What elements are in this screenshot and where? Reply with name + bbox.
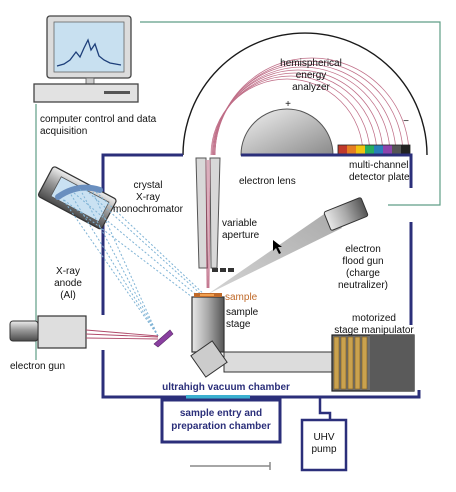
computer-label: computer control and data: [40, 114, 157, 125]
manipulator-label: motorized: [352, 313, 396, 324]
stage-manipulator: [190, 334, 415, 392]
anode-label: X-ray: [56, 266, 80, 277]
analyzer-label: hemispherical: [280, 58, 342, 69]
photoelectron-trajectories: [210, 57, 410, 156]
negative-sign: −: [403, 116, 409, 127]
entry-label: sample entry and: [180, 408, 262, 419]
flood-gun-label-4: neutralizer): [338, 280, 388, 291]
uhv-chamber-wall: [101, 153, 421, 399]
flood-gun-label-2: flood gun: [342, 256, 383, 267]
flood-gun-beam: [208, 210, 342, 294]
analyzer-label-3: analyzer: [292, 82, 330, 93]
pointer-cursor: [273, 240, 282, 254]
pump-label-2: pump: [311, 444, 336, 455]
electron-gun: [9, 315, 159, 349]
aperture-label: variable: [222, 218, 257, 229]
electron-lens: [195, 157, 221, 289]
pump-label: UHV: [313, 432, 334, 443]
aperture-label-2: aperture: [222, 230, 260, 241]
analyzer-housing: [182, 32, 428, 156]
monochromator-label: crystal: [134, 180, 163, 191]
monochromator-label-2: X-ray: [136, 192, 160, 203]
analyzer-label-2: energy: [296, 70, 327, 81]
computer-label-2: acquisition: [40, 126, 87, 137]
sample-stage: [191, 296, 225, 353]
detector-label-2: detector plate: [349, 172, 410, 183]
xray-anode: [153, 329, 174, 348]
uhv-pump: [300, 397, 348, 472]
anode-label-2: anode: [54, 278, 82, 289]
lens-label: electron lens: [239, 176, 296, 187]
stage-label: sample: [226, 307, 259, 318]
flood-gun-label: electron: [345, 244, 381, 255]
entry-label-2: preparation chamber: [171, 421, 271, 432]
spectrum-trace: [56, 38, 122, 67]
stage-label-2: stage: [226, 319, 251, 330]
uhv-chamber-label: ultrahigh vacuum chamber: [162, 382, 290, 393]
manipulator-label-2: stage manipulator: [334, 325, 414, 336]
sample-entry-chamber: [160, 395, 282, 470]
detector-label: multi-channel: [349, 160, 408, 171]
flood-gun-label-3: (charge: [346, 268, 380, 279]
flood-gun: [323, 197, 369, 231]
monochromator-crystal: [55, 184, 103, 200]
xray-beams: [61, 188, 209, 337]
positive-sign: +: [285, 99, 291, 110]
computer-icon: [33, 15, 139, 103]
monochromator-label-3: monochromator: [113, 204, 184, 215]
analyzer-inner-hemisphere: [240, 108, 334, 156]
sample-label: sample: [225, 292, 258, 303]
electron-gun-label: electron gun: [10, 361, 65, 372]
data-wires: [35, 21, 441, 360]
variable-aperture: [212, 268, 234, 272]
anode-label-3: (Al): [60, 290, 76, 301]
